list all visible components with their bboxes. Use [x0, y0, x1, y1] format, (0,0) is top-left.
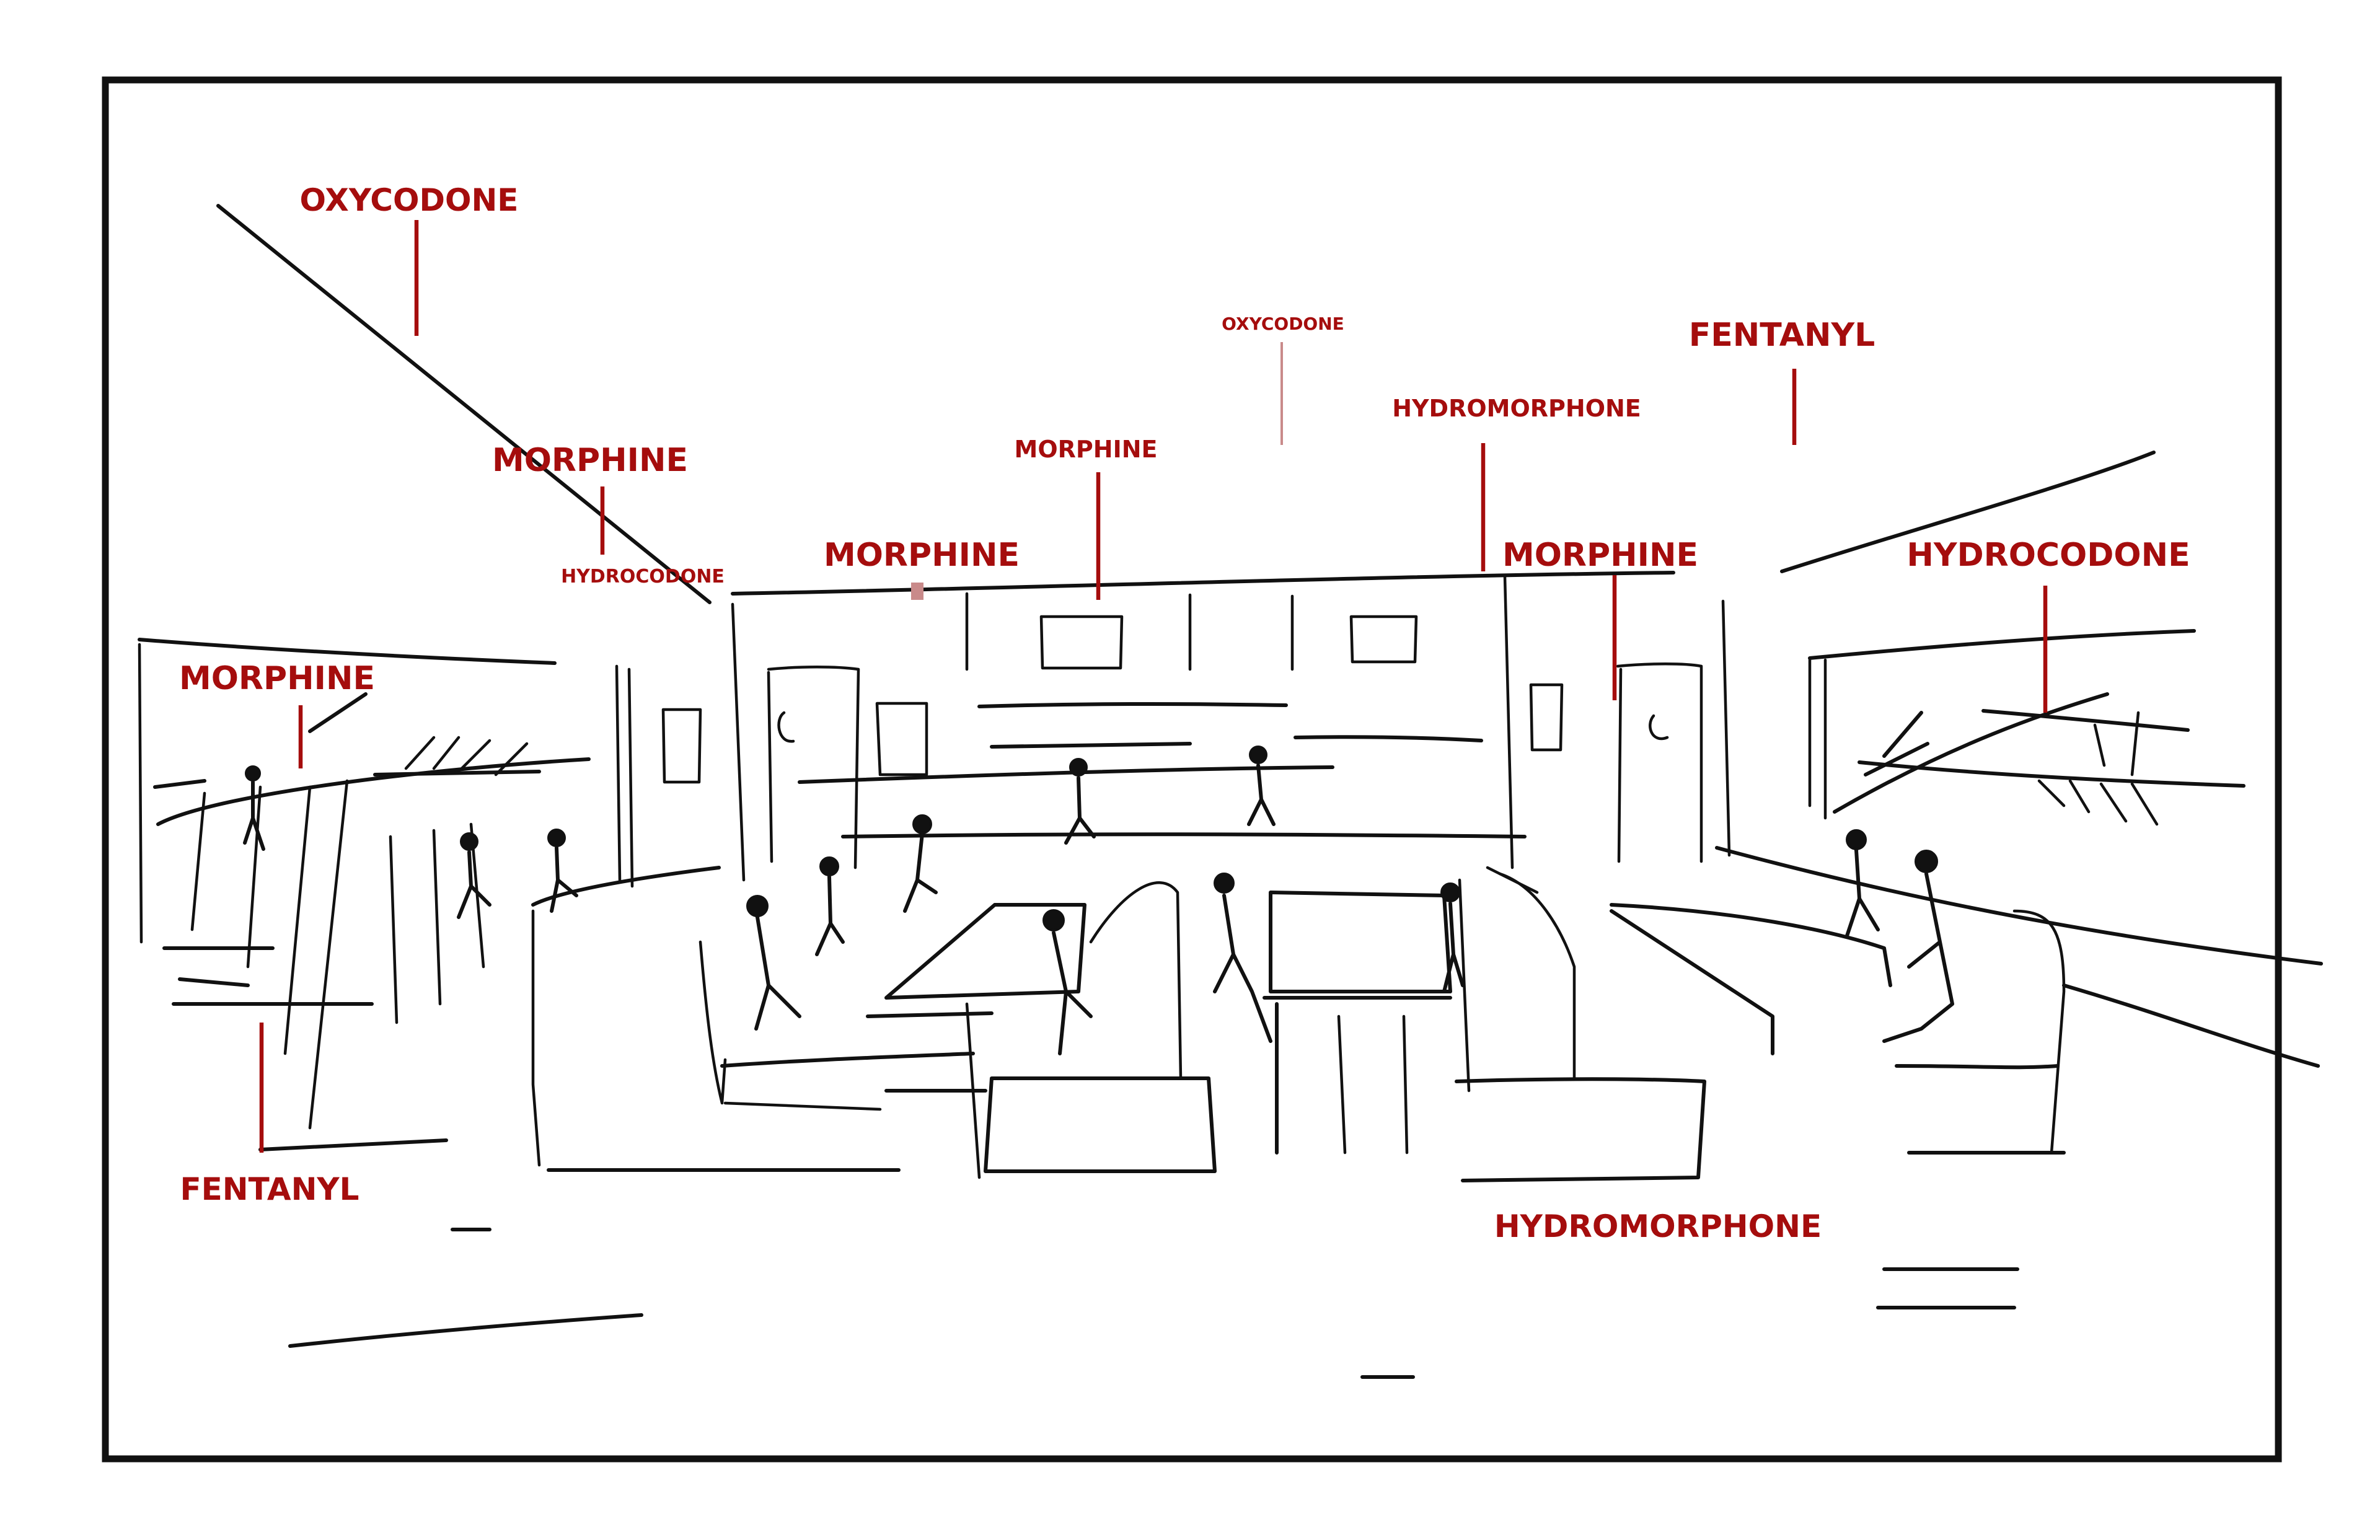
center-booths — [699, 866, 1892, 1182]
ceiling-lines — [216, 204, 2156, 882]
label-morphine-wall-left: MORPHINE — [179, 660, 375, 697]
back-figures — [903, 746, 1276, 913]
label-hydrocodone-right: HYDROCODONE — [1906, 537, 2190, 574]
label-hydrocodone-ceiling-left: HYDROCODONE — [561, 566, 725, 587]
label-oxycodone-center: OXYCODONE — [1222, 314, 1344, 334]
left-counter — [138, 638, 901, 1348]
label-hydromorphone-floor: HYDROMORPHONE — [1494, 1208, 1822, 1244]
leader-morphine-center-left — [911, 583, 923, 600]
right-booths — [1360, 629, 2323, 1379]
label-leaders — [259, 220, 2048, 1153]
drug-labels: OXYCODONE MORPHINE HYDROCODONE MORPHINE … — [179, 182, 2190, 1244]
right-figures — [1845, 829, 1954, 1043]
label-hydromorphone-ceiling: HYDROMORPHONE — [1392, 395, 1641, 422]
label-fentanyl-top-right: FENTANYL — [1689, 317, 1875, 354]
label-morphine-center-left: MORPHINE — [824, 537, 1020, 574]
back-wall — [767, 615, 1703, 869]
panel-frame — [102, 76, 2282, 1463]
label-morphine-ceiling-left: MORPHINE — [492, 442, 688, 479]
label-morphine-center: MORPHINE — [1015, 436, 1158, 463]
label-morphine-center-right: MORPHINE — [1502, 537, 1698, 574]
label-fentanyl-floor-left: FENTANYL — [180, 1171, 359, 1207]
label-oxycodone-top-left: OXYCODONE — [300, 182, 519, 218]
center-figures — [746, 856, 1465, 1055]
left-counter-figures — [243, 765, 578, 919]
